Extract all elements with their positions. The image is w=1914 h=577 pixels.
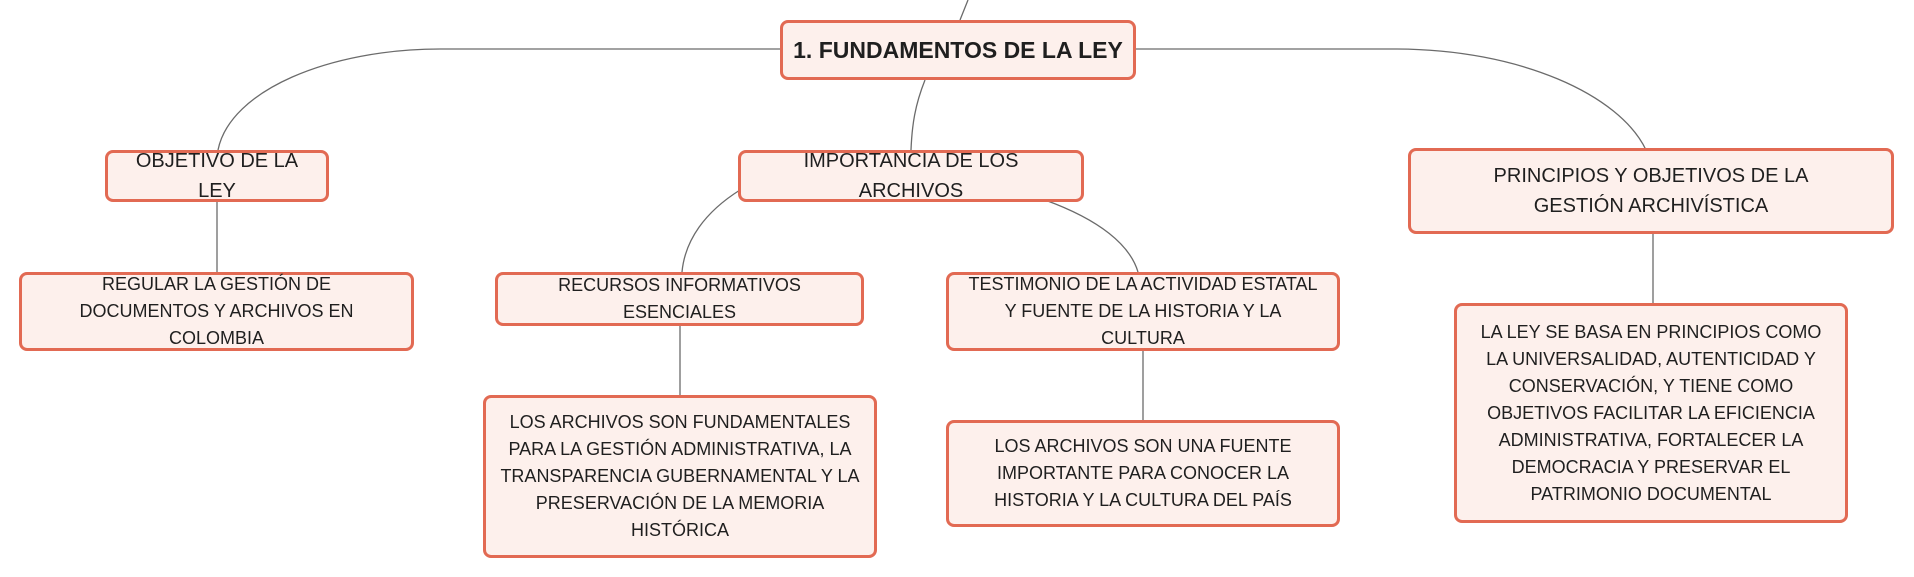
objetivo-child-text: REGULAR LA GESTIÓN DE DOCUMENTOS Y ARCHI… bbox=[79, 274, 354, 348]
testimonio-child-node[interactable]: LOS ARCHIVOS SON UNA FUENTE IMPORTANTE P… bbox=[946, 420, 1340, 527]
principios-node-label: PRINCIPIOS Y OBJETIVOS DE LA GESTIÓN ARC… bbox=[1493, 165, 1809, 217]
importancia-node[interactable]: IMPORTANCIA DE LOS ARCHIVOS bbox=[738, 150, 1084, 202]
recursos-node-label: RECURSOS INFORMATIVOS ESENCIALES bbox=[558, 275, 801, 322]
connector-root-to-importancia bbox=[910, 79, 926, 151]
recursos-child-text: LOS ARCHIVOS SON FUNDAMENTALES PARA LA G… bbox=[500, 412, 860, 540]
recursos-node[interactable]: RECURSOS INFORMATIVOS ESENCIALES bbox=[495, 272, 864, 326]
connector-root-to-objetivo bbox=[217, 48, 782, 151]
root-node-label: 1. FUNDAMENTOS DE LA LEY bbox=[793, 37, 1123, 63]
objetivo-node-label: OBJETIVO DE LA LEY bbox=[135, 150, 299, 202]
testimonio-node-label: TESTIMONIO DE LA ACTIVIDAD ESTATAL Y FUE… bbox=[968, 274, 1318, 348]
connector-importancia-to-recursos bbox=[681, 189, 741, 273]
principios-node[interactable]: PRINCIPIOS Y OBJETIVOS DE LA GESTIÓN ARC… bbox=[1408, 148, 1894, 234]
connector-root-to-principios bbox=[1134, 48, 1647, 151]
objetivo-node[interactable]: OBJETIVO DE LA LEY bbox=[105, 150, 329, 202]
testimonio-node[interactable]: TESTIMONIO DE LA ACTIVIDAD ESTATAL Y FUE… bbox=[946, 272, 1340, 351]
principios-child-text: LA LEY SE BASA EN PRINCIPIOS COMO LA UNI… bbox=[1480, 321, 1822, 504]
recursos-child-node[interactable]: LOS ARCHIVOS SON FUNDAMENTALES PARA LA G… bbox=[483, 395, 877, 558]
connector-importancia-to-testimonio bbox=[1044, 199, 1139, 273]
importancia-node-label: IMPORTANCIA DE LOS ARCHIVOS bbox=[803, 150, 1019, 202]
testimonio-child-text: LOS ARCHIVOS SON UNA FUENTE IMPORTANTE P… bbox=[994, 436, 1292, 510]
root-node[interactable]: 1. FUNDAMENTOS DE LA LEY bbox=[780, 20, 1136, 80]
objetivo-child-node[interactable]: REGULAR LA GESTIÓN DE DOCUMENTOS Y ARCHI… bbox=[19, 272, 414, 351]
connector-parent-to-root bbox=[959, 0, 969, 21]
principios-child-node[interactable]: LA LEY SE BASA EN PRINCIPIOS COMO LA UNI… bbox=[1454, 303, 1848, 523]
